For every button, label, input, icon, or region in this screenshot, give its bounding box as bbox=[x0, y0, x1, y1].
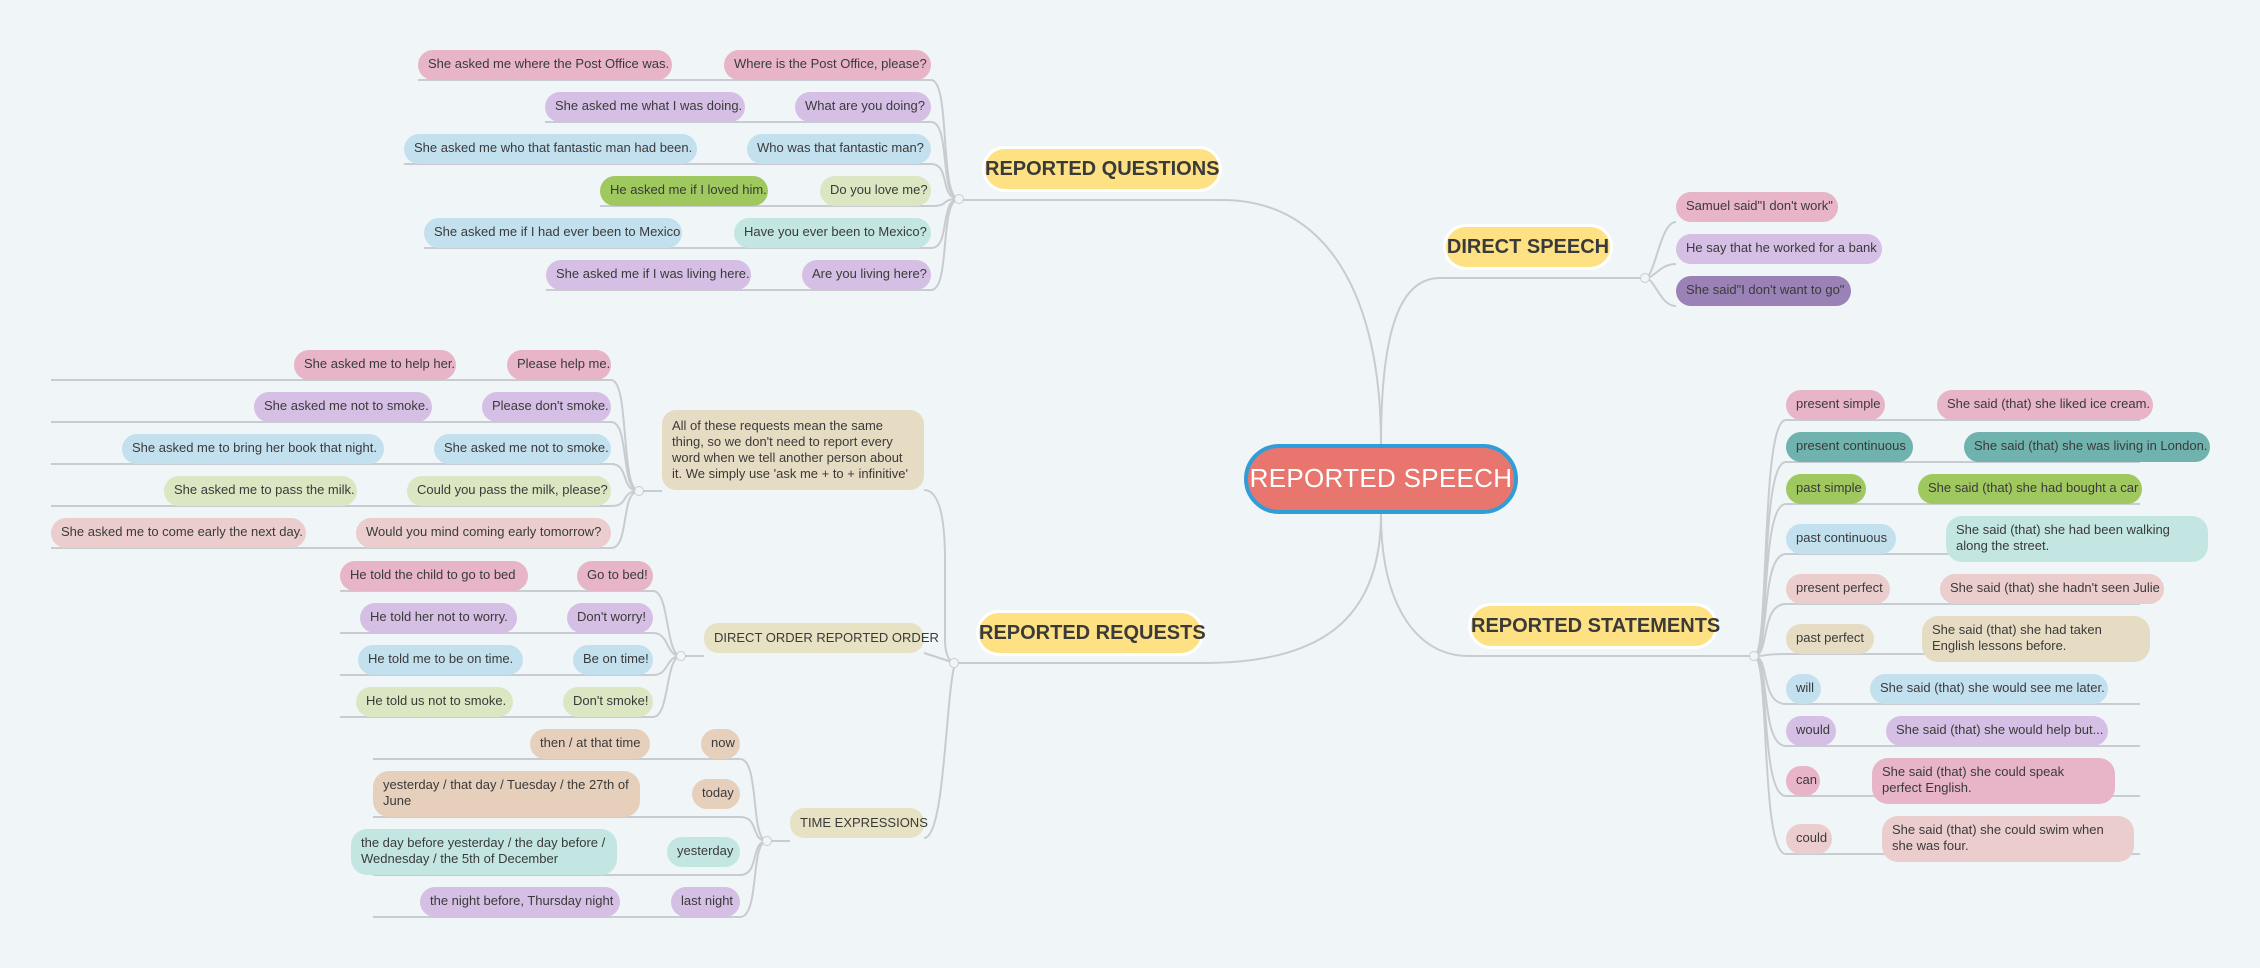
statement-10[interactable]: She said (that) she could swim when she … bbox=[1882, 816, 2134, 862]
time-direct-2[interactable]: today bbox=[692, 779, 740, 809]
request-direct-4[interactable]: Could you pass the milk, please? bbox=[407, 476, 611, 506]
request-reported-1[interactable]: She asked me to help her. bbox=[294, 350, 456, 380]
junction-dot[interactable] bbox=[676, 651, 686, 661]
time-reported-1[interactable]: then / at that time bbox=[530, 729, 650, 759]
tense-3[interactable]: past simple bbox=[1786, 474, 1866, 504]
request-direct-3[interactable]: She asked me not to smoke. bbox=[434, 434, 611, 464]
question-direct-1[interactable]: Where is the Post Office, please? bbox=[724, 50, 931, 80]
order-reported-2[interactable]: He told her not to worry. bbox=[360, 603, 517, 633]
order-reported-1[interactable]: He told the child to go to bed bbox=[340, 561, 528, 591]
time-direct-4[interactable]: last night bbox=[671, 887, 740, 917]
question-direct-4[interactable]: Do you love me? bbox=[820, 176, 931, 206]
junction-dot[interactable] bbox=[1749, 651, 1759, 661]
order-direct-4[interactable]: Don't smoke! bbox=[563, 687, 653, 717]
tense-1[interactable]: present simple bbox=[1786, 390, 1885, 420]
time-expressions-label[interactable]: TIME EXPRESSIONS bbox=[790, 808, 928, 838]
statement-5[interactable]: She said (that) she hadn't seen Julie bbox=[1940, 574, 2164, 604]
question-reported-1[interactable]: She asked me where the Post Office was. bbox=[418, 50, 672, 80]
tense-9[interactable]: can bbox=[1786, 766, 1820, 796]
question-reported-2[interactable]: She asked me what I was doing. bbox=[545, 92, 745, 122]
question-reported-3[interactable]: She asked me who that fantastic man had … bbox=[404, 134, 697, 164]
tense-6[interactable]: past perfect bbox=[1786, 624, 1874, 654]
branch-reported-questions[interactable]: REPORTED QUESTIONS bbox=[982, 146, 1222, 192]
time-reported-2[interactable]: yesterday / that day / Tuesday / the 27t… bbox=[373, 771, 640, 817]
direct-order-label[interactable]: DIRECT ORDER REPORTED ORDER bbox=[704, 623, 939, 653]
question-reported-6[interactable]: She asked me if I was living here. bbox=[546, 260, 751, 290]
junction-dot[interactable] bbox=[1640, 273, 1650, 283]
order-direct-3[interactable]: Be on time! bbox=[573, 645, 653, 675]
request-reported-3[interactable]: She asked me to bring her book that nigh… bbox=[122, 434, 384, 464]
tense-7[interactable]: will bbox=[1786, 674, 1821, 704]
question-direct-5[interactable]: Have you ever been to Mexico? bbox=[734, 218, 931, 248]
question-direct-3[interactable]: Who was that fantastic man? bbox=[747, 134, 931, 164]
junction-dot[interactable] bbox=[949, 658, 959, 668]
request-direct-5[interactable]: Would you mind coming early tomorrow? bbox=[356, 518, 611, 548]
statement-9[interactable]: She said (that) she could speak perfect … bbox=[1872, 758, 2115, 804]
direct-speech-1[interactable]: Samuel said"I don't work" bbox=[1676, 192, 1838, 222]
direct-speech-3[interactable]: She said"I don't want to go" bbox=[1676, 276, 1851, 306]
request-reported-5[interactable]: She asked me to come early the next day. bbox=[51, 518, 306, 548]
order-reported-4[interactable]: He told us not to smoke. bbox=[356, 687, 513, 717]
statement-1[interactable]: She said (that) she liked ice cream. bbox=[1937, 390, 2153, 420]
question-direct-6[interactable]: Are you living here? bbox=[802, 260, 931, 290]
junction-dot[interactable] bbox=[954, 194, 964, 204]
order-reported-3[interactable]: He told me to be on time. bbox=[358, 645, 523, 675]
request-reported-4[interactable]: She asked me to pass the milk. bbox=[164, 476, 357, 506]
tense-10[interactable]: could bbox=[1786, 824, 1832, 854]
time-direct-1[interactable]: now bbox=[701, 729, 740, 759]
order-direct-2[interactable]: Don't worry! bbox=[567, 603, 653, 633]
time-reported-3[interactable]: the day before yesterday / the day befor… bbox=[351, 829, 617, 875]
statement-7[interactable]: She said (that) she would see me later. bbox=[1870, 674, 2108, 704]
branch-direct-speech[interactable]: DIRECT SPEECH bbox=[1443, 224, 1613, 270]
statement-3[interactable]: She said (that) she had bought a car bbox=[1918, 474, 2142, 504]
order-direct-1[interactable]: Go to bed! bbox=[577, 561, 653, 591]
request-direct-2[interactable]: Please don't smoke. bbox=[482, 392, 611, 422]
statement-2[interactable]: She said (that) she was living in London… bbox=[1964, 432, 2210, 462]
requests-note[interactable]: All of these requests mean the same thin… bbox=[662, 410, 924, 490]
junction-dot[interactable] bbox=[634, 486, 644, 496]
tense-8[interactable]: would bbox=[1786, 716, 1836, 746]
branch-reported-statements[interactable]: REPORTED STATEMENTS bbox=[1468, 603, 1720, 649]
question-reported-4[interactable]: He asked me if I loved him. bbox=[600, 176, 768, 206]
tense-4[interactable]: past continuous bbox=[1786, 524, 1896, 554]
time-direct-3[interactable]: yesterday bbox=[667, 837, 740, 867]
time-reported-4[interactable]: the night before, Thursday night bbox=[420, 887, 620, 917]
statement-6[interactable]: She said (that) she had taken English le… bbox=[1922, 616, 2150, 662]
junction-dot[interactable] bbox=[762, 836, 772, 846]
question-direct-2[interactable]: What are you doing? bbox=[795, 92, 931, 122]
root-node[interactable]: REPORTED SPEECH bbox=[1244, 444, 1518, 514]
tense-5[interactable]: present perfect bbox=[1786, 574, 1890, 604]
branch-reported-requests[interactable]: REPORTED REQUESTS bbox=[976, 610, 1206, 656]
statement-4[interactable]: She said (that) she had been walking alo… bbox=[1946, 516, 2208, 562]
direct-speech-2[interactable]: He say that he worked for a bank bbox=[1676, 234, 1882, 264]
statement-8[interactable]: She said (that) she would help but... bbox=[1886, 716, 2108, 746]
tense-2[interactable]: present continuous bbox=[1786, 432, 1913, 462]
request-reported-2[interactable]: She asked me not to smoke. bbox=[254, 392, 432, 422]
request-direct-1[interactable]: Please help me. bbox=[507, 350, 611, 380]
question-reported-5[interactable]: She asked me if I had ever been to Mexic… bbox=[424, 218, 682, 248]
